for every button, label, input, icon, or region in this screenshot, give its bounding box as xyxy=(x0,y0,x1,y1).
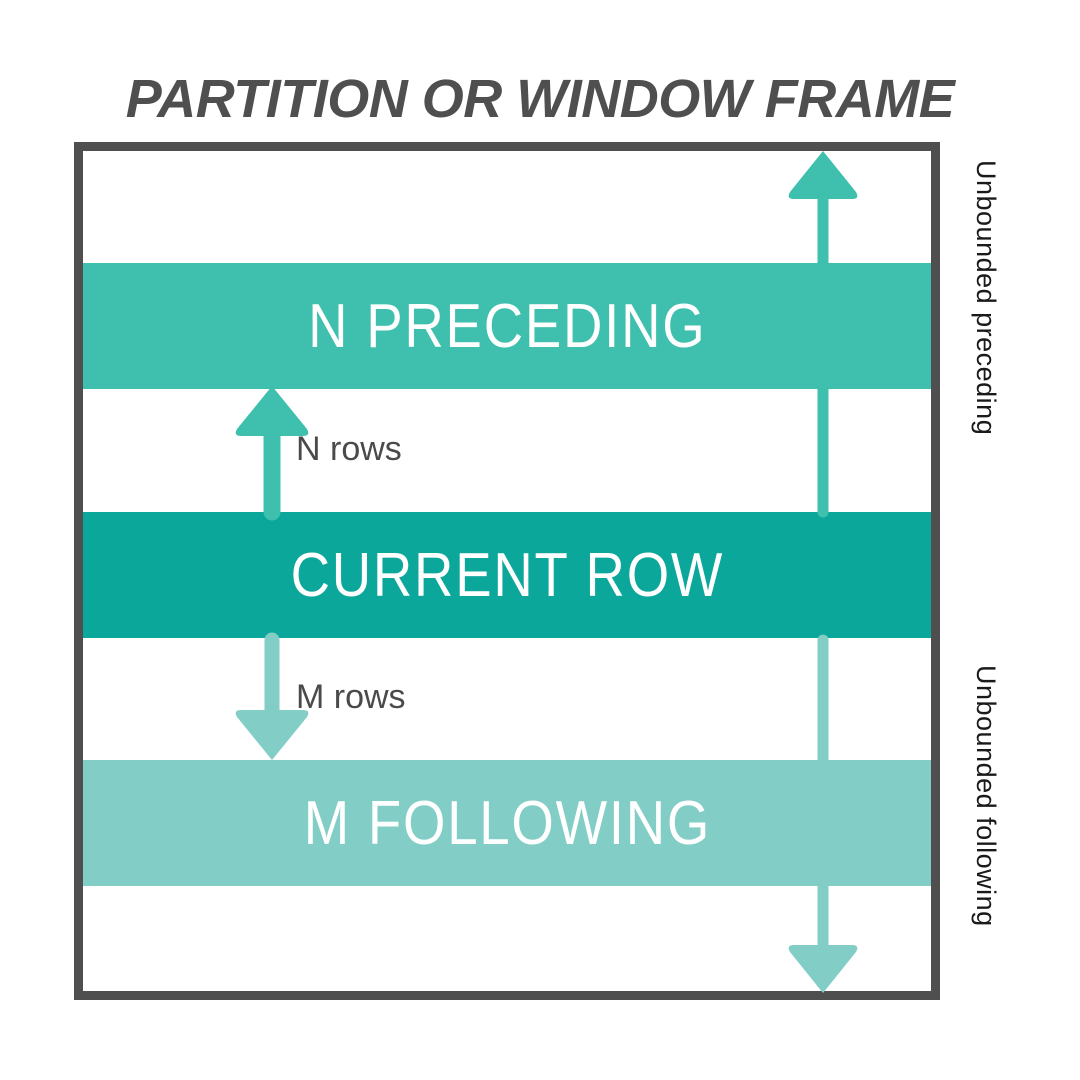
n-rows-label: N rows xyxy=(296,430,402,468)
band-n-preceding: N PRECEDING xyxy=(83,263,931,389)
band-m-following-label: M FOLLOWING xyxy=(303,788,711,858)
m-rows-label: M rows xyxy=(296,678,406,716)
band-current-row: CURRENT ROW xyxy=(83,512,931,638)
band-current-row-label: CURRENT ROW xyxy=(290,540,724,610)
unbounded-following-label: Unbounded following xyxy=(971,665,1001,927)
band-n-preceding-label: N PRECEDING xyxy=(307,291,707,361)
page-title: PARTITION OR WINDOW FRAME xyxy=(125,69,955,129)
band-m-following: M FOLLOWING xyxy=(83,760,931,886)
unbounded-preceding-label: Unbounded preceding xyxy=(971,160,1001,436)
